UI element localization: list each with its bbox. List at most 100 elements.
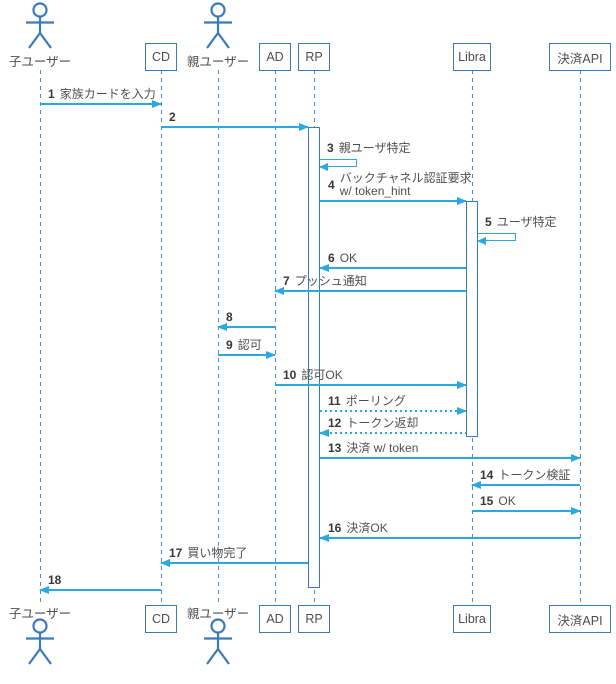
message-number: 1 (48, 87, 55, 101)
participant-label-parent-user-bottom: 親ユーザー (186, 607, 250, 621)
arrowhead-icon (299, 122, 309, 131)
message-number: 15 (480, 494, 494, 508)
arrowhead-icon (571, 453, 581, 462)
arrowhead-icon (477, 237, 486, 245)
message-11-line (320, 406, 467, 415)
message-text-line1: バックチャネル認証要求 (339, 171, 472, 185)
child-user-actor-icon (22, 2, 58, 55)
message-10-label: 10 認可OK (283, 369, 343, 382)
message-16-line (319, 533, 580, 542)
message-number: 7 (283, 274, 290, 288)
arrowhead-icon (319, 163, 328, 171)
message-text-line2: w/ token_hint (339, 184, 411, 198)
participant-box-libra-top: Libra (453, 43, 491, 71)
participant-box-payment-api-top: 決済API (549, 43, 611, 71)
message-number: 18 (48, 573, 62, 587)
message-number: 16 (328, 521, 342, 535)
participant-box-rp-top: RP (298, 43, 330, 71)
participant-box-label: RP (305, 50, 323, 64)
message-number: 5 (485, 215, 492, 229)
message-10-line (275, 380, 467, 389)
message-15-line (472, 506, 581, 515)
message-number: 10 (283, 368, 297, 382)
lifeline-payment-api (580, 70, 581, 604)
message-14-label: 14 トークン検証 (480, 469, 570, 482)
message-text: ポーリング (345, 394, 406, 408)
participant-box-label: Libra (458, 612, 486, 626)
participant-box-label: 決済API (557, 51, 603, 66)
message-6-line (319, 263, 466, 272)
parent-user-actor-icon-bottom (200, 618, 236, 671)
message-number: 11 (328, 394, 341, 408)
activation-libra (466, 201, 478, 437)
participant-label-parent-user-top: 親ユーザー (186, 55, 250, 69)
participant-box-rp-bottom: RP (298, 605, 330, 633)
message-2-line (161, 122, 309, 131)
message-12-line (319, 428, 466, 437)
lifeline-child-user (40, 70, 41, 604)
message-number: 4 (328, 177, 335, 192)
message-4-line (320, 196, 467, 205)
participant-box-cd-bottom: CD (145, 605, 177, 633)
message-5-self-loop (477, 233, 516, 245)
message-7-line (274, 286, 466, 295)
participant-box-label: AD (266, 612, 284, 626)
message-number: 17 (169, 546, 183, 560)
parent-user-actor-icon (200, 2, 236, 55)
message-2-label: 2 (169, 111, 181, 124)
participant-box-ad-bottom: AD (259, 605, 291, 633)
participant-label-child-user-bottom: 子ユーザー (8, 607, 72, 621)
message-text: ユーザ特定 (496, 215, 557, 229)
arrowhead-icon (571, 506, 581, 515)
message-number: 6 (328, 251, 335, 265)
arrowhead-icon (217, 322, 227, 331)
participant-box-label: RP (305, 612, 323, 626)
message-text: トークン返却 (346, 416, 419, 430)
message-text: 認可OK (301, 368, 343, 382)
arrowhead-icon (274, 286, 284, 295)
message-number: 8 (226, 310, 233, 324)
message-text: プッシュ通知 (294, 274, 367, 288)
message-18-label: 18 (48, 574, 66, 587)
arrowhead-icon (319, 533, 329, 542)
message-text: 決済 w/ token (346, 441, 419, 455)
message-6-label: 6 OK (328, 252, 357, 265)
message-text: トークン検証 (498, 468, 571, 482)
arrowhead-icon (457, 406, 467, 415)
message-12-label: 12 トークン返却 (328, 417, 418, 430)
message-14-line (471, 480, 580, 489)
lifeline-ad (275, 70, 276, 604)
message-5-label: 5 ユーザ特定 (485, 216, 556, 229)
arrowhead-icon (39, 585, 49, 594)
message-1-line (40, 99, 162, 108)
message-18-line (39, 585, 161, 594)
message-number: 14 (480, 468, 494, 482)
participant-label-child-user-top: 子ユーザー (8, 55, 72, 69)
arrowhead-icon (457, 380, 467, 389)
participant-box-label: AD (266, 50, 284, 64)
message-13-line (320, 453, 581, 462)
participant-box-payment-api-bottom: 決済API (549, 605, 611, 633)
message-text: OK (339, 251, 358, 265)
message-number: 12 (328, 416, 342, 430)
child-user-actor-icon-bottom (22, 618, 58, 671)
arrowhead-icon (319, 263, 329, 272)
message-3-self-loop (319, 159, 357, 171)
message-text: 認可 (237, 338, 262, 352)
message-17-line (160, 558, 308, 567)
participant-box-libra-bottom: Libra (453, 605, 491, 633)
participant-box-label: 決済API (557, 613, 603, 628)
arrowhead-icon (266, 350, 276, 359)
message-number: 2 (169, 110, 176, 124)
participant-box-label: CD (151, 50, 171, 64)
arrowhead-icon (471, 480, 481, 489)
